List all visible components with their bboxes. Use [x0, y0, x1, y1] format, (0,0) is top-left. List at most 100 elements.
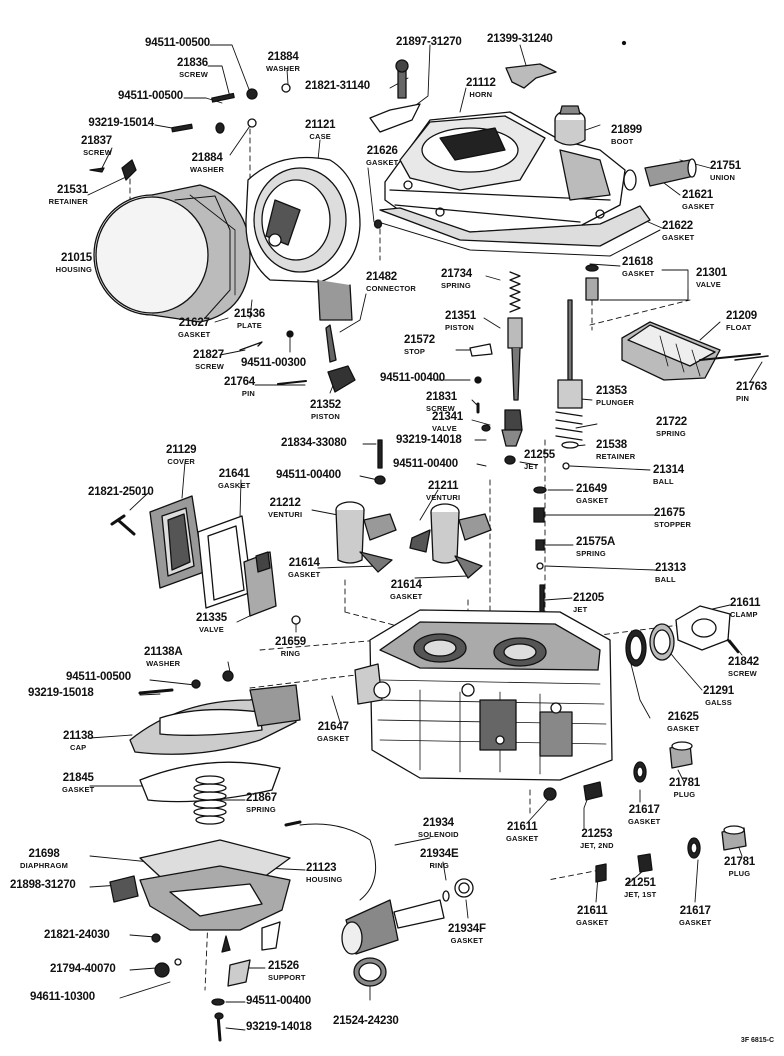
top-gasket — [377, 221, 661, 257]
callout-94511-00500: 94511-00500 — [118, 90, 183, 102]
cover-screw — [110, 514, 136, 536]
callout-94511-00400: 94511-00400 — [393, 458, 458, 470]
boot-part — [554, 105, 586, 146]
callout-21897-31270: 21897-31270 — [396, 36, 462, 48]
small-jets-mid — [291, 439, 547, 625]
sight-glass-assembly — [625, 605, 740, 667]
jets-and-plugs — [543, 741, 747, 883]
callout-94511-00300: 94511-00300 — [241, 357, 306, 369]
callout-94511-00400: 94511-00400 — [380, 372, 445, 384]
callout-21834-33080: 21834-33080 — [281, 437, 347, 449]
choke-case — [245, 156, 361, 321]
pump-cap — [129, 670, 301, 755]
connector-and-piston — [239, 324, 356, 393]
air-horn-body — [379, 111, 651, 247]
seal-ring — [353, 957, 387, 987]
callout-21524-24230: 21524-24230 — [333, 1015, 399, 1027]
callout-93219-14018: 93219-14018 — [396, 434, 462, 446]
callout-21821-24030: 21821-24030 — [44, 929, 110, 941]
callout-21821-31140: 21821-31140 — [305, 80, 370, 92]
support-bracket — [154, 921, 281, 1042]
callout-93219-15018: 93219-15018 — [28, 687, 94, 699]
pump-housing — [109, 865, 291, 953]
piston-spring-assembly — [469, 271, 523, 465]
power-valve — [243, 551, 277, 617]
plunger-assembly — [555, 264, 599, 470]
small-hardware-topleft — [89, 83, 383, 229]
callout-21821-25010: 21821-25010 — [88, 486, 154, 498]
callout-94611-10300: 94611-10300 — [30, 991, 95, 1003]
main-body — [354, 609, 613, 781]
venturi-primary — [335, 501, 397, 573]
union-fitting — [623, 158, 697, 191]
pump-gasket — [139, 761, 281, 803]
callout-94511-00400: 94511-00400 — [276, 469, 341, 481]
venturi-secondary — [409, 503, 492, 579]
stray-dot — [621, 40, 627, 46]
callout-21898-31270: 21898-31270 — [10, 879, 76, 891]
callout-94511-00500: 94511-00500 — [145, 37, 210, 49]
callout-93219-15014: 93219-15014 — [88, 117, 154, 129]
callout-93219-14018: 93219-14018 — [246, 1021, 312, 1033]
choke-housing — [93, 184, 251, 323]
callout-94511-00400: 94511-00400 — [246, 995, 311, 1007]
